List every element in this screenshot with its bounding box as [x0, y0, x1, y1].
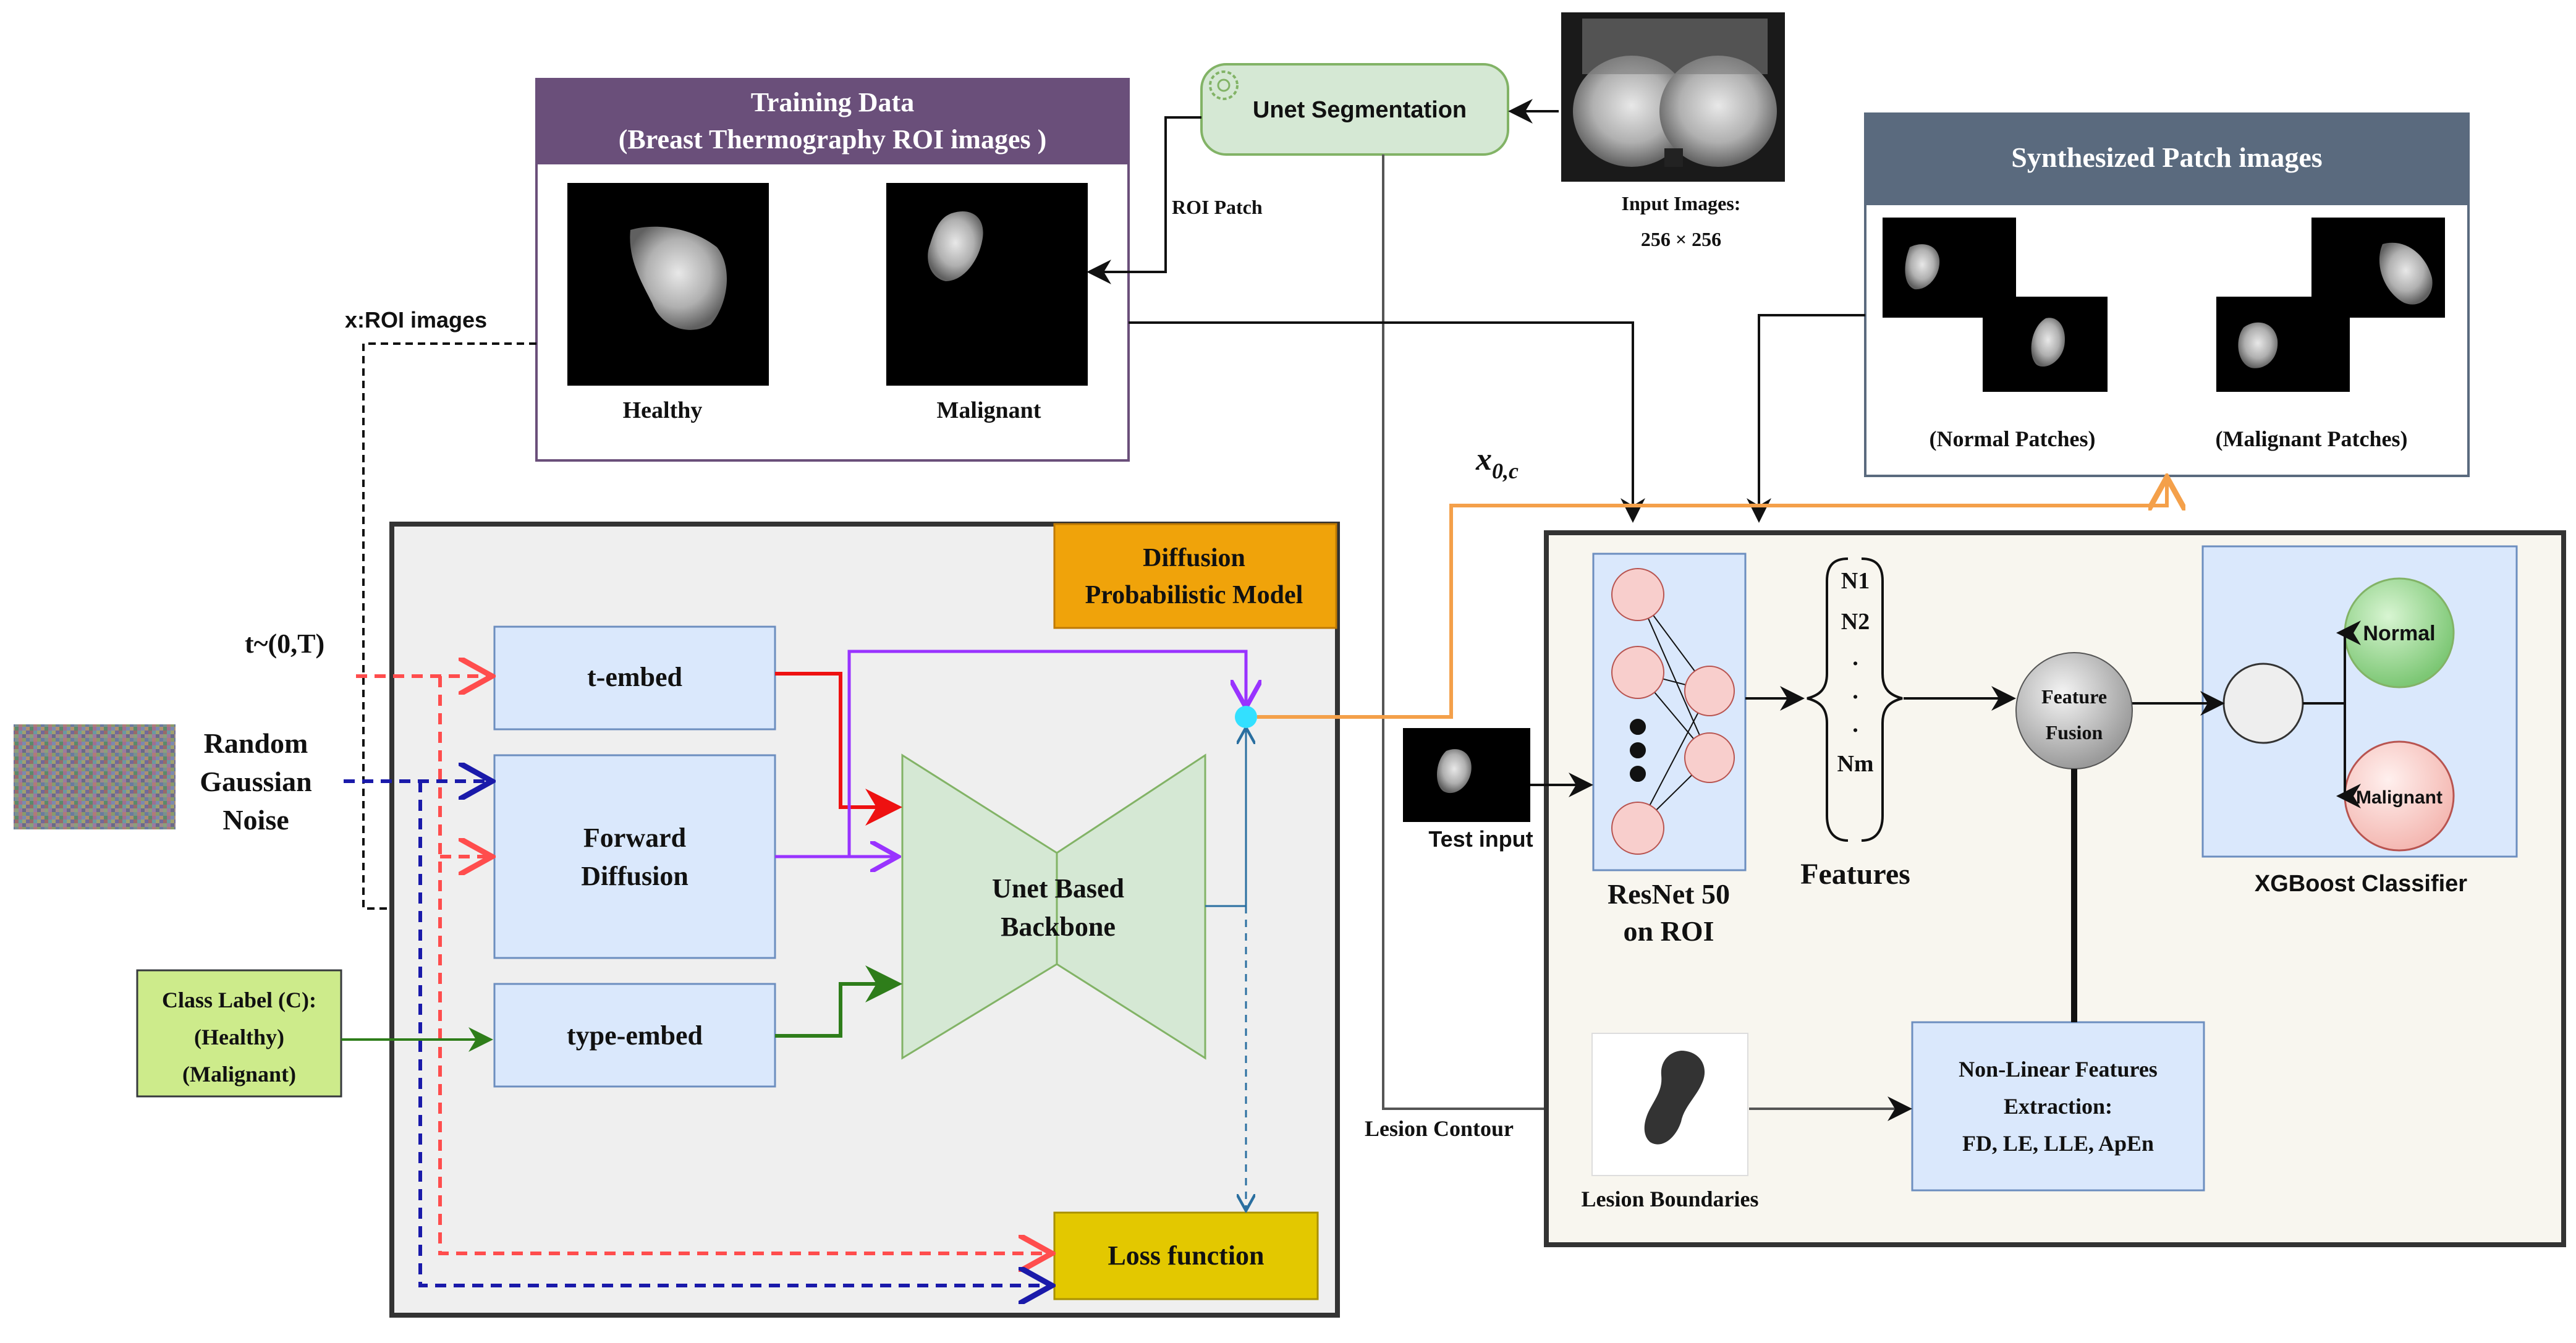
- training-data-panel: Training Data (Breast Thermography ROI i…: [535, 78, 1130, 462]
- malignant-patches-label: (Malignant Patches): [2216, 426, 2408, 451]
- type-embed-block: [493, 983, 776, 1088]
- unet-backbone-label: Unet Based: [992, 873, 1124, 904]
- synthesized-patches-panel: Synthesized Patch images (Normal Patches…: [1864, 112, 2470, 477]
- noise-label-line2: Gaussian: [200, 766, 312, 797]
- loss-function-label: Loss function: [1108, 1240, 1264, 1271]
- malignant-patch-image-2: [2216, 297, 2350, 392]
- unet-segmentation-label: Unet Segmentation: [1253, 97, 1467, 123]
- test-input-label: Test input: [1428, 826, 1533, 852]
- classifier-panel: ResNet 50 on ROI N1 N2 . . . Nm Features…: [1544, 530, 2566, 1247]
- feature-dot-1: .: [1852, 645, 1858, 671]
- nonlinear-line2: Extraction:: [2004, 1094, 2112, 1119]
- x-roi-images-label: x:ROI images: [345, 307, 487, 333]
- neural-network-graphic: [1611, 568, 1735, 855]
- class-label-box: Class Label (C): (Healthy) (Malignant): [136, 969, 342, 1098]
- nonlinear-line3: FD, LE, LLE, ApEn: [1962, 1131, 2154, 1156]
- malignant-label: Malignant: [937, 397, 1041, 423]
- unet-segmentation-node: Unet Segmentation: [1200, 63, 1509, 156]
- malignant-output-label: Malignant: [2356, 787, 2443, 808]
- lesion-boundaries-label: Lesion Boundaries: [1581, 1187, 1758, 1211]
- feature-n2: N2: [1841, 609, 1870, 635]
- training-data-title: Training Data: [751, 87, 914, 117]
- diffusion-model-panel: Diffusion Probabilistic Model t-embed Fo…: [389, 522, 1340, 1318]
- synthesized-title: Synthesized Patch images: [2011, 142, 2322, 173]
- features-brace: [1807, 557, 1849, 842]
- loss-function-block: [1053, 1211, 1319, 1300]
- roi-patch-label: ROI Patch: [1172, 196, 1263, 218]
- gear-icon: [1209, 70, 1239, 100]
- type-embed-label: type-embed: [567, 1020, 703, 1051]
- healthy-label: Healthy: [623, 397, 703, 423]
- forward-diffusion-block: [493, 754, 776, 959]
- nonlinear-features-box: [1911, 1021, 2205, 1192]
- unet-backbone-label-2: Backbone: [1001, 912, 1116, 942]
- x0c-label: x0,c: [1475, 442, 1519, 483]
- nonlinear-line1: Non-Linear Features: [1959, 1057, 2158, 1082]
- noise-image: [14, 724, 176, 829]
- noise-label-line3: Noise: [222, 804, 289, 836]
- resnet-label-line2: on ROI: [1624, 915, 1714, 947]
- feature-nm: Nm: [1837, 751, 1873, 777]
- feature-n1: N1: [1841, 568, 1870, 594]
- input-image-group: Input Images: 256 × 256: [1561, 12, 1785, 250]
- t-embed-label: t-embed: [587, 662, 682, 692]
- class-label-line1: Class Label (C):: [162, 988, 316, 1012]
- input-images-size: 256 × 256: [1641, 228, 1721, 250]
- normal-patches-label: (Normal Patches): [1930, 426, 2096, 451]
- class-label-line2: (Healthy): [194, 1025, 284, 1049]
- normal-output-label: Normal: [2363, 622, 2435, 645]
- dpm-title: Diffusion: [1143, 544, 1245, 572]
- output-junction-dot: [1235, 706, 1257, 728]
- forward-diffusion-label: Forward: [583, 823, 686, 853]
- feature-fusion-label: Feature: [2041, 685, 2107, 708]
- training-data-subtitle: (Breast Thermography ROI images ): [619, 124, 1047, 155]
- feature-dot-2: .: [1852, 678, 1858, 704]
- forward-diffusion-label-2: Diffusion: [581, 861, 688, 891]
- dpm-title-line2: Probabilistic Model: [1085, 581, 1303, 609]
- malignant-roi-image: [886, 183, 1088, 386]
- feature-dot-3: .: [1852, 711, 1858, 737]
- xgboost-root-node: [2222, 663, 2304, 744]
- class-label-line3: (Malignant): [182, 1062, 296, 1087]
- input-images-label: Input Images:: [1622, 192, 1741, 214]
- xgboost-label: XGBoost Classifier: [2255, 871, 2467, 897]
- feature-fusion-node: [2015, 652, 2133, 769]
- features-label: Features: [1800, 858, 1910, 891]
- feature-fusion-label-2: Fusion: [2046, 721, 2103, 744]
- noise-label-line1: Random: [204, 727, 308, 759]
- t-sampling-label: t~(0,T): [245, 629, 324, 659]
- lesion-contour-label: Lesion Contour: [1365, 1116, 1514, 1141]
- resnet-label: ResNet 50: [1608, 878, 1730, 910]
